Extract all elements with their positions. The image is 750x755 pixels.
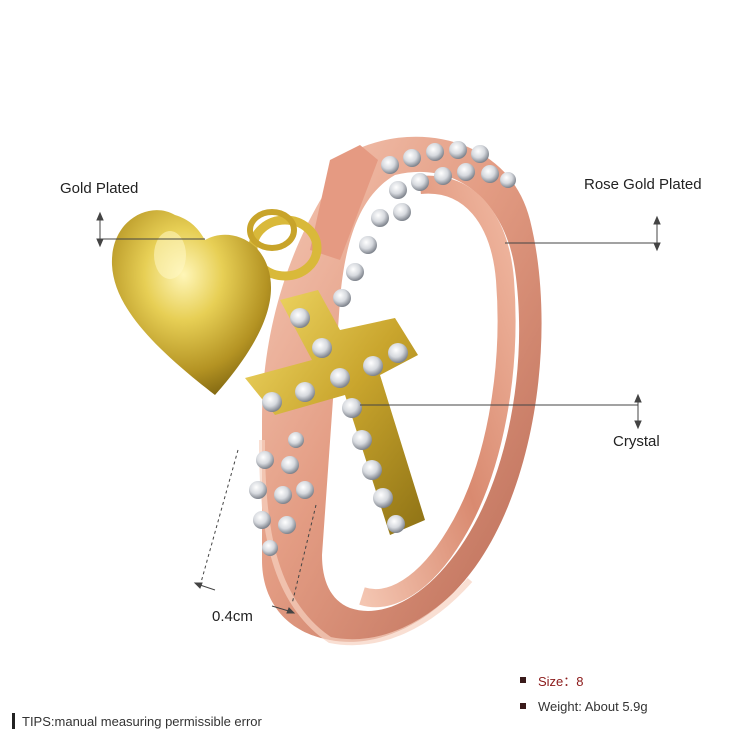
gold-cross bbox=[245, 290, 425, 535]
callout-rose-gold-plated: Rose Gold Plated bbox=[584, 176, 702, 193]
tips-text: TIPS:manual measuring permissible error bbox=[22, 713, 262, 729]
callout-lines bbox=[96, 211, 661, 614]
bullet-icon bbox=[520, 703, 526, 709]
gold-heart-charm bbox=[111, 210, 272, 395]
spec-list: Size：8 Weight: About 5.9g bbox=[520, 667, 648, 719]
callout-crystal: Crystal bbox=[613, 433, 660, 450]
callout-width: 0.4cm bbox=[212, 608, 253, 625]
spec-weight-row: Weight: About 5.9g bbox=[520, 693, 648, 719]
bullet-icon bbox=[520, 677, 526, 683]
ring-band bbox=[259, 136, 542, 646]
spec-size-row: Size：8 bbox=[520, 667, 648, 693]
spec-size: Size：8 bbox=[538, 673, 584, 689]
tips-note: TIPS:manual measuring permissible error bbox=[12, 713, 262, 729]
spec-weight: Weight: About 5.9g bbox=[538, 698, 648, 714]
callout-gold-plated: Gold Plated bbox=[60, 180, 139, 197]
crystal-pave bbox=[249, 141, 516, 556]
tips-bar-icon bbox=[12, 713, 15, 729]
